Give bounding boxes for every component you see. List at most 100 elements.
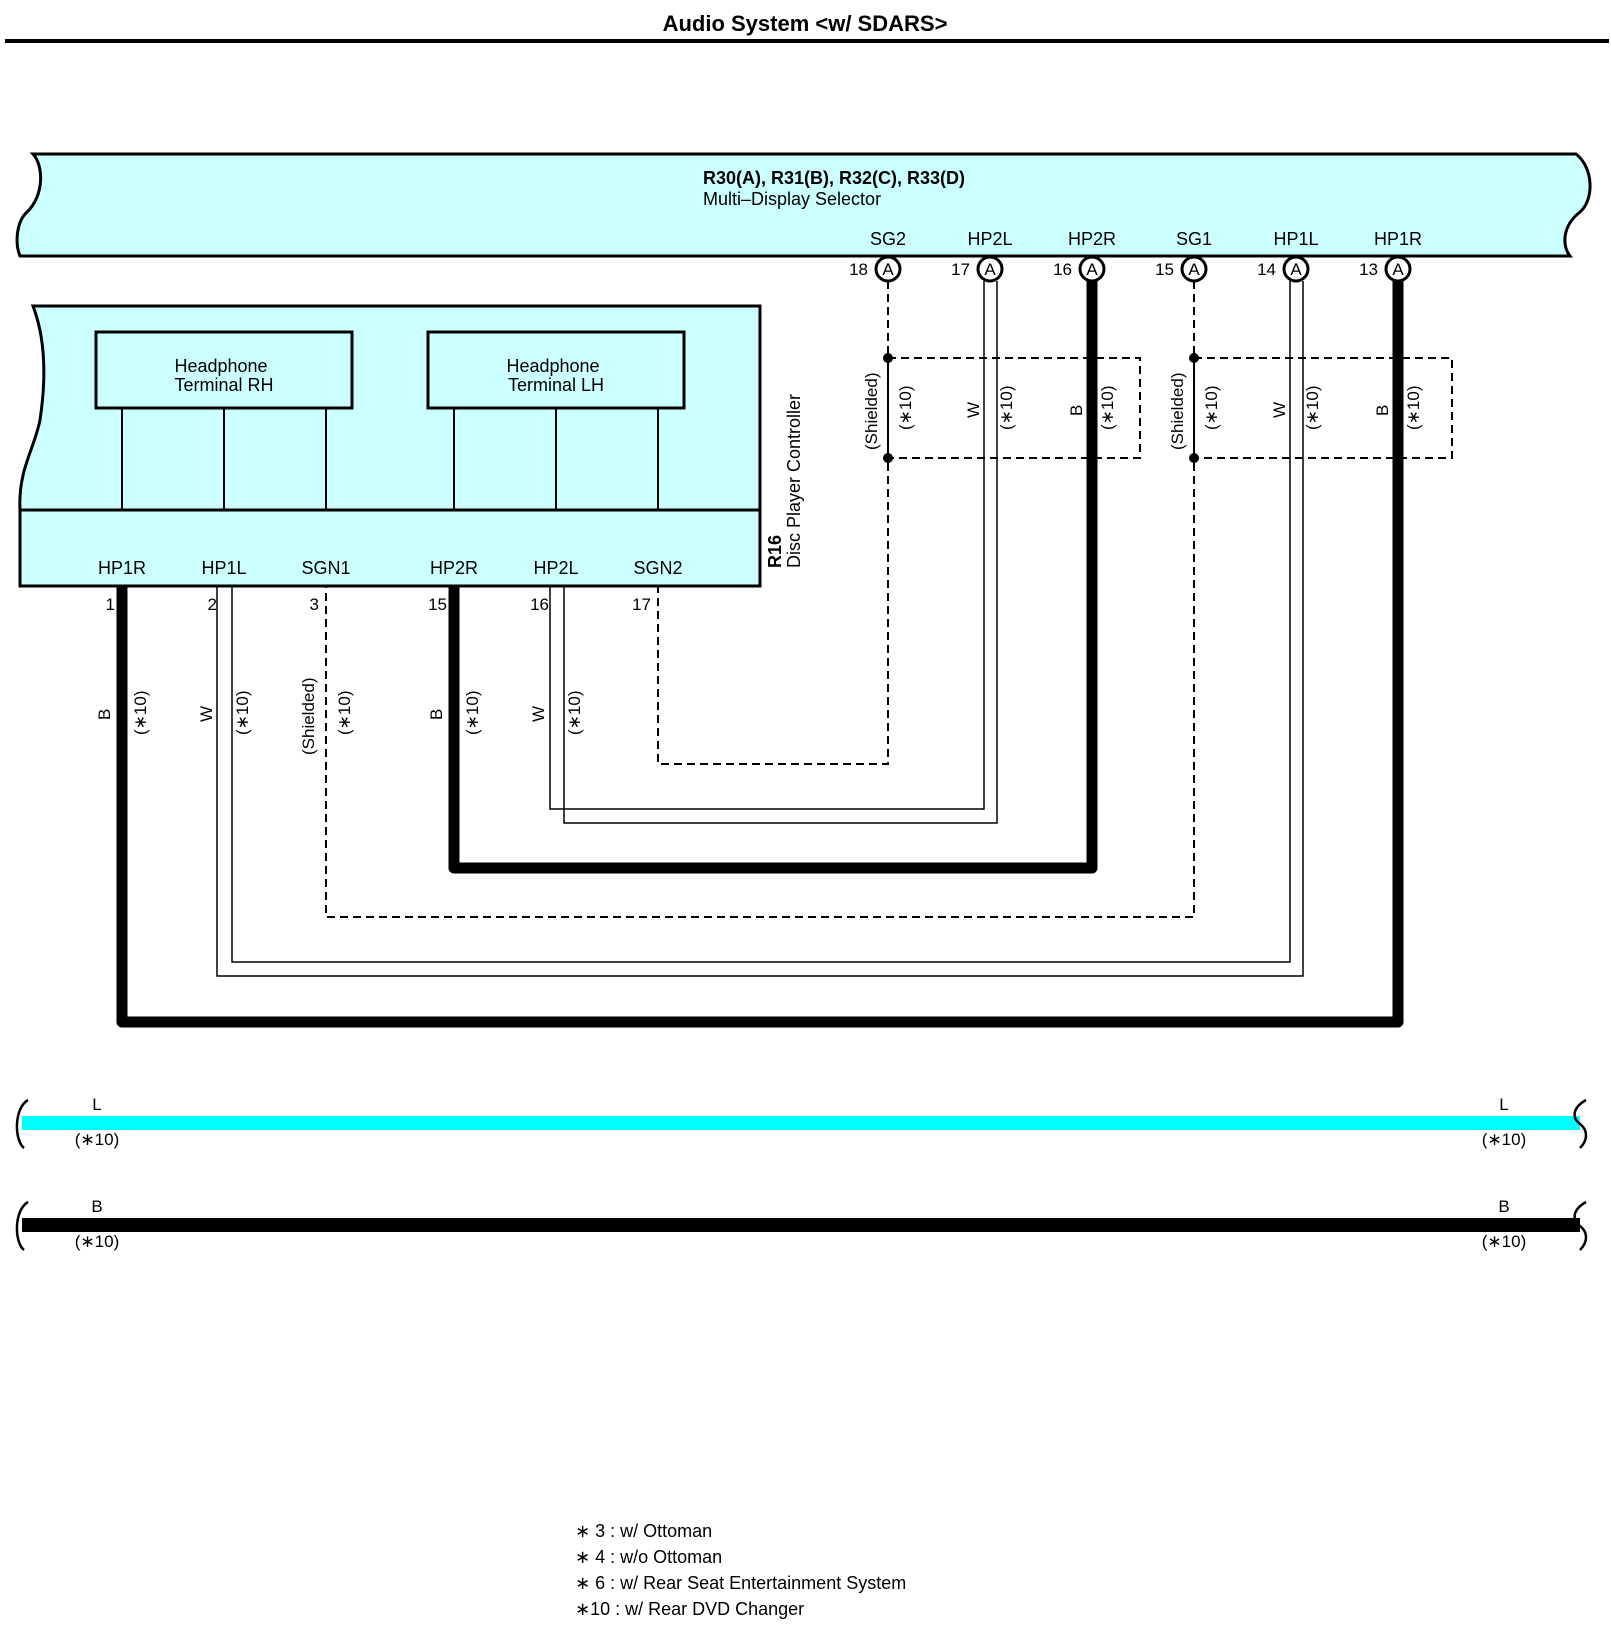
break-mark-right bbox=[1573, 1098, 1588, 1149]
wire-sg1-sgn1 bbox=[325, 281, 1195, 918]
wire-hp2l-outer bbox=[549, 281, 985, 810]
wire-sg2-sgn2 bbox=[657, 281, 889, 765]
controller-pin-number-1: 1 bbox=[106, 595, 115, 614]
wire-color-label: (Shielded) bbox=[862, 373, 881, 451]
controller-pin-number-2: 2 bbox=[208, 595, 217, 614]
upper-wire-label-hp1l: W bbox=[1270, 402, 1289, 418]
pin-label: SG1 bbox=[1176, 229, 1212, 249]
lower-wire-label-hp2l: W bbox=[529, 706, 548, 722]
wire-color-label: B bbox=[427, 709, 446, 720]
wire-note-label: (∗10) bbox=[1098, 386, 1117, 430]
selector-codes: R30(A), R31(B), R32(C), R33(D) bbox=[703, 168, 965, 188]
legend-line-l: L L (∗10) (∗10) bbox=[15, 1095, 1588, 1149]
terminal-label-line1: Headphone bbox=[506, 356, 599, 376]
upper-wire-note-hp1r: (∗10) bbox=[1404, 386, 1423, 430]
wire-color-label: B bbox=[95, 709, 114, 720]
controller-pin-label-hp2r: HP2R bbox=[430, 558, 478, 578]
connector-letter: A bbox=[1290, 260, 1302, 279]
lower-wire-label-sgn1: (Shielded) bbox=[299, 678, 318, 756]
upper-wire-label-sg1: (Shielded) bbox=[1168, 373, 1187, 451]
note-line: ∗10 : w/ Rear DVD Changer bbox=[575, 1599, 804, 1619]
diagram-title: Audio System <w/ SDARS> bbox=[663, 11, 948, 36]
lower-wire-note-hp2l: (∗10) bbox=[565, 691, 584, 735]
controller-label: R16 Disc Player Controller bbox=[765, 394, 804, 568]
selector-pin-hp2r: HP2R 16 A bbox=[1053, 229, 1116, 283]
wire-note-label: (∗10) bbox=[1404, 386, 1423, 430]
selector-pin-hp2l: HP2L 17 A bbox=[951, 229, 1013, 283]
selector-name: Multi–Display Selector bbox=[703, 189, 881, 209]
selector-pin-sg2: SG2 18 A bbox=[849, 229, 906, 283]
wire-note-label: (∗10) bbox=[335, 691, 354, 735]
wire-hp2l-inner bbox=[563, 281, 998, 824]
wire-color-label: B bbox=[1373, 405, 1392, 416]
terminal-label-line2: Terminal RH bbox=[174, 375, 273, 395]
connector-letter: A bbox=[1086, 260, 1098, 279]
connector-letter: A bbox=[882, 260, 894, 279]
upper-wire-note-sg1: (∗10) bbox=[1202, 386, 1221, 430]
pin-label: HP1L bbox=[1273, 229, 1318, 249]
pin-label: HP2L bbox=[967, 229, 1012, 249]
wire-color-label: W bbox=[1270, 402, 1289, 418]
shield-junction bbox=[1189, 353, 1199, 363]
headphone-terminal-lh: Headphone Terminal LH bbox=[426, 330, 686, 510]
wire-color-label: W bbox=[529, 706, 548, 722]
upper-wire-label-hp1r: B bbox=[1373, 405, 1392, 416]
pin-number: 16 bbox=[1053, 260, 1072, 279]
upper-wire-note-sg2: (∗10) bbox=[896, 386, 915, 430]
wire-note-label: (∗10) bbox=[233, 691, 252, 735]
wire-note-label: (∗10) bbox=[131, 691, 150, 735]
controller-pin-label-hp2l: HP2L bbox=[533, 558, 578, 578]
controller-code: R16 bbox=[765, 535, 785, 568]
multi-display-selector-box bbox=[15, 152, 1592, 258]
pin-number: 17 bbox=[951, 260, 970, 279]
pin-label: HP1R bbox=[1374, 229, 1422, 249]
wire-hp1l-inner bbox=[231, 281, 1291, 963]
pin-label: HP2R bbox=[1068, 229, 1116, 249]
color-code-right: B bbox=[1498, 1197, 1509, 1216]
pin-connector bbox=[1282, 255, 1310, 283]
legend-line-b: B B (∗10) (∗10) bbox=[15, 1197, 1588, 1251]
selector-pin-sg1: SG1 15 A bbox=[1155, 229, 1212, 283]
wire-hp2r bbox=[448, 281, 1098, 874]
controller-pin-label-hp1l: HP1L bbox=[201, 558, 246, 578]
pin-number: 13 bbox=[1359, 260, 1378, 279]
note-line: ∗ 3 : w/ Ottoman bbox=[575, 1521, 712, 1541]
lower-wire-label-hp1r: B bbox=[95, 709, 114, 720]
upper-wire-note-hp2r: (∗10) bbox=[1098, 386, 1117, 430]
note-line: ∗ 6 : w/ Rear Seat Entertainment System bbox=[575, 1573, 906, 1593]
terminal-label-line1: Headphone bbox=[174, 356, 267, 376]
pin-number: 18 bbox=[849, 260, 868, 279]
controller-pin-label-sgn1: SGN1 bbox=[301, 558, 350, 578]
lower-wire-label-hp2r: B bbox=[427, 709, 446, 720]
pin-number: 15 bbox=[1155, 260, 1174, 279]
wire-note-label: (∗10) bbox=[565, 691, 584, 735]
pin-number: 14 bbox=[1257, 260, 1276, 279]
upper-wire-label-hp2r: B bbox=[1067, 405, 1086, 416]
controller-pin-label-sgn2: SGN2 bbox=[633, 558, 682, 578]
controller-pin-number-17: 17 bbox=[632, 595, 651, 614]
wire-hp1r bbox=[116, 281, 1404, 1028]
wire-note-label: (∗10) bbox=[896, 386, 915, 430]
controller-pin-number-15: 15 bbox=[428, 595, 447, 614]
lower-wire-note-hp1r: (∗10) bbox=[131, 691, 150, 735]
color-code-left: B bbox=[91, 1197, 102, 1216]
pin-label: SG2 bbox=[870, 229, 906, 249]
lower-wire-note-hp2r: (∗10) bbox=[463, 691, 482, 735]
wire-color-label: (Shielded) bbox=[299, 678, 318, 756]
lower-wire-label-hp1l: W bbox=[197, 706, 216, 722]
wire-note-label: (∗10) bbox=[997, 386, 1016, 430]
break-mark-left bbox=[15, 1098, 29, 1149]
wire-color-label: (Shielded) bbox=[1168, 373, 1187, 451]
upper-wire-note-hp2l: (∗10) bbox=[997, 386, 1016, 430]
terminal-label-line2: Terminal LH bbox=[508, 375, 604, 395]
selector-pin-hp1l: HP1L 14 A bbox=[1257, 229, 1319, 283]
connector-letter: A bbox=[1392, 260, 1404, 279]
shield-junction bbox=[883, 353, 893, 363]
note-right: (∗10) bbox=[1482, 1130, 1526, 1149]
shield-group-sg2 bbox=[887, 357, 1141, 459]
selector-pin-hp1r: HP1R 13 A bbox=[1359, 229, 1422, 283]
connector-letter: A bbox=[984, 260, 996, 279]
pin-connector bbox=[976, 255, 1004, 283]
wire-note-label: (∗10) bbox=[463, 691, 482, 735]
